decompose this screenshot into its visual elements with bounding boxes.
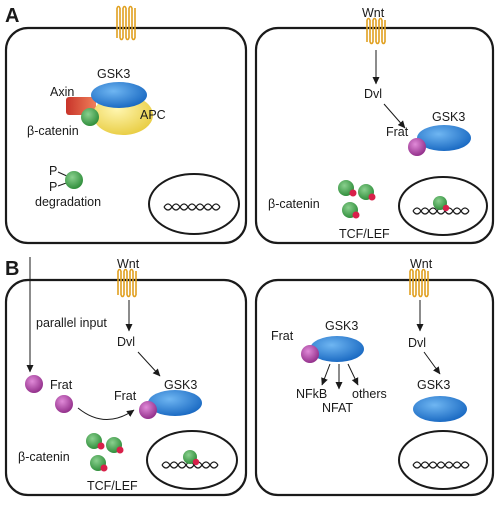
frat-binding-arrow	[77, 407, 135, 420]
receptor-icon	[409, 268, 429, 298]
nucleus	[398, 176, 488, 236]
beta-catenin-label: β-catenin	[18, 450, 70, 464]
nucleus	[398, 430, 488, 490]
panel-b-letter: B	[5, 258, 19, 280]
beta-catenin-cluster	[338, 180, 376, 219]
beta-catenin-label: β-catenin	[27, 124, 79, 138]
beta-catenin-cluster	[86, 433, 124, 472]
dna-icon	[412, 461, 470, 469]
dna-icon	[161, 461, 219, 469]
nfat-label: NFAT	[322, 401, 353, 415]
dvl-to-frat-arrow	[383, 103, 406, 129]
beta-catenin-label: β-catenin	[268, 197, 320, 211]
phosphorylated-beta-catenin	[57, 171, 83, 189]
panel-b-left-cell: Wnt Dvl parallel input Frat Frat GSK3 β-…	[4, 257, 248, 497]
dna-icon	[163, 203, 221, 211]
frat-shape	[25, 375, 43, 393]
gsk3-free-label: GSK3	[417, 378, 450, 392]
dvl-label: Dvl	[364, 87, 382, 101]
gsk3-shape	[310, 336, 364, 362]
cell-membrane	[254, 278, 495, 497]
gsk3-label: GSK3	[97, 67, 130, 81]
destruction-complex	[66, 82, 153, 135]
frat-shape	[301, 345, 319, 363]
gsk3-shape	[417, 125, 471, 151]
others-label: others	[352, 387, 387, 401]
frat-shape	[55, 395, 73, 413]
frat-shape	[139, 401, 157, 419]
cell-membrane	[254, 26, 495, 245]
wnt-label: Wnt	[362, 6, 385, 20]
tcf-lef-label: TCF/LEF	[339, 227, 390, 241]
dvl-label: Dvl	[408, 336, 426, 350]
nucleus	[146, 430, 238, 490]
gsk3-shape	[91, 82, 147, 108]
gsk3-label: GSK3	[164, 378, 197, 392]
panel-a-right-cell: Wnt Dvl Frat GSK3 β-catenin TCF/LEF	[254, 6, 495, 245]
axin-label: Axin	[50, 85, 74, 99]
nfkb-label: NFkB	[296, 387, 327, 401]
degradation-label: degradation	[35, 195, 101, 209]
phospho-label-bottom: P	[49, 180, 57, 194]
dvl-label: Dvl	[117, 335, 135, 349]
tcf-lef-label: TCF/LEF	[87, 479, 138, 493]
wnt-label: Wnt	[410, 257, 433, 271]
beta-catenin-shape	[65, 171, 83, 189]
receptor-icon	[366, 17, 386, 45]
panel-b-right-cell: Wnt Frat GSK3 NFkB NFAT others Dvl GSK3	[254, 257, 495, 497]
gsk3-label: GSK3	[432, 110, 465, 124]
frat-shape	[408, 138, 426, 156]
panel-a-left-cell: Axin GSK3 APC β-catenin P P degradation	[4, 5, 248, 245]
apc-label: APC	[140, 108, 166, 122]
gsk3-to-nfkb-arrow	[321, 363, 331, 386]
cell-membrane	[4, 278, 248, 497]
gsk3-bound-label: GSK3	[325, 319, 358, 333]
gsk3-to-others-arrow	[347, 363, 359, 386]
frat-label: Frat	[271, 329, 294, 343]
beta-catenin-shape	[81, 108, 99, 126]
gsk3-shape	[413, 396, 467, 422]
frat-free-label: Frat	[50, 378, 73, 392]
nucleus	[148, 173, 240, 235]
dna-icon	[412, 207, 470, 215]
frat-bound-label: Frat	[114, 389, 137, 403]
dvl-to-gsk3-arrow	[137, 351, 161, 377]
parallel-input-label: parallel input	[36, 316, 107, 330]
receptor-icon	[117, 268, 137, 298]
phospho-label-top: P	[49, 164, 57, 178]
dvl-to-gsk3-arrow	[423, 351, 441, 375]
wnt-label: Wnt	[117, 257, 140, 271]
gsk3-shape	[148, 390, 202, 416]
panel-a-letter: A	[5, 5, 19, 27]
frat-label: Frat	[386, 125, 409, 139]
receptor-icon	[116, 5, 136, 41]
